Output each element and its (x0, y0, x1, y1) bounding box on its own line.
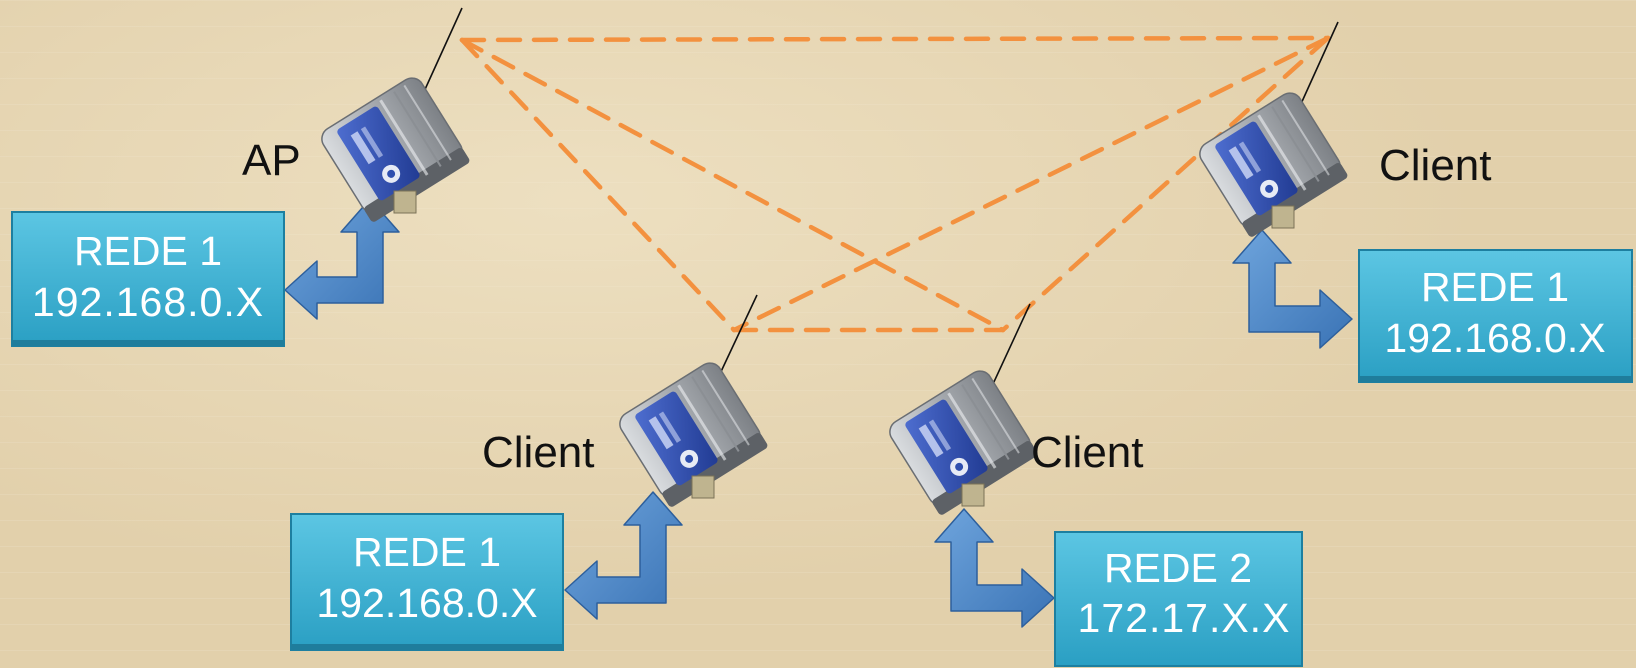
wireless-radio-modem-icon (613, 357, 771, 510)
antenna-icon (421, 7, 463, 97)
device-role-label: Client (1379, 141, 1492, 190)
link-ap-client-bottom-left (459, 37, 737, 333)
network-address: 192.168.0.X (1384, 315, 1605, 361)
network-address: 172.17.X.X (1078, 595, 1291, 641)
device-client-top-right (1193, 87, 1351, 240)
wireless-links (459, 35, 1331, 333)
network-address: 192.168.0.X (316, 580, 537, 626)
link-ap-client-top-right (459, 35, 1331, 43)
antenna-icon (717, 294, 758, 379)
antenna-icon (1299, 21, 1339, 107)
link-client-top-right-client-bottom-left (731, 35, 1331, 333)
network-address: 192.168.0.X (32, 279, 264, 325)
device-ap (315, 72, 473, 225)
network-name: REDE 2 (1104, 545, 1252, 591)
network-box-client-bottom-right: REDE 2 172.17.X.X (1054, 531, 1303, 667)
network-box-client-top-right: REDE 1 192.168.0.X (1358, 249, 1633, 383)
link-client-top-right-client-bottom-right (1000, 35, 1331, 333)
bidirectional-elbow-arrow-icon (934, 508, 1055, 628)
network-box-client-bottom-left: REDE 1 192.168.0.X (290, 513, 564, 651)
bidirectional-elbow-arrow-icon (1232, 229, 1353, 349)
antennas (421, 7, 1339, 385)
device-role-label: Client (482, 428, 595, 477)
link-ap-client-bottom-right (459, 37, 1006, 333)
bidirectional-elbow-arrow-icon (564, 491, 683, 620)
wireless-radio-modem-icon (315, 72, 473, 225)
connector-arrows (284, 198, 1353, 628)
network-name: REDE 1 (1421, 264, 1569, 310)
device-role-label: AP (242, 136, 301, 185)
network-name: REDE 1 (353, 529, 501, 575)
antenna-icon (992, 303, 1031, 385)
network-name: REDE 1 (74, 228, 222, 274)
wireless-radio-modem-icon (1193, 87, 1351, 240)
device-client-bottom-right (883, 365, 1041, 518)
network-box-ap: REDE 1 192.168.0.X (11, 211, 285, 347)
wireless-radio-modem-icon (883, 365, 1041, 518)
device-client-bottom-left (613, 357, 771, 510)
device-role-label: Client (1031, 428, 1144, 477)
